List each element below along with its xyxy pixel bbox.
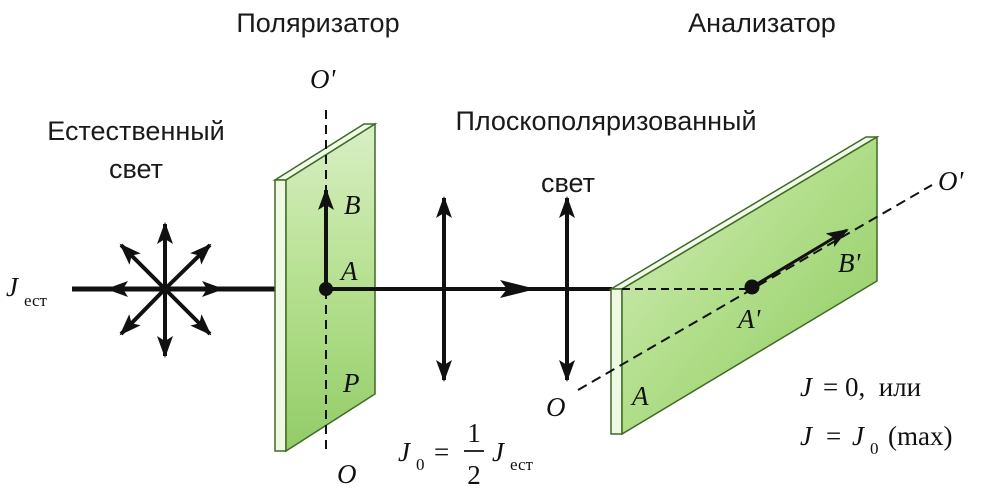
result2-lhs: J	[800, 421, 814, 451]
j0-rhs-symbol: J	[492, 437, 506, 467]
j-natural-symbol: J	[6, 272, 20, 302]
j-natural-subscript: ест	[24, 291, 48, 310]
beam-direction-arrow-icon	[500, 280, 536, 298]
label-a-analyzer: A	[630, 381, 649, 411]
label-p: P	[342, 368, 360, 398]
result2-symbol: J	[852, 421, 866, 451]
result-formula-2: J = J 0 (max)	[800, 421, 952, 458]
natural-intensity-label: J ест	[6, 272, 48, 310]
polarizer-title: Поляризатор	[236, 8, 399, 38]
result1-rhs: = 0, или	[823, 372, 921, 402]
j0-equals: =	[434, 437, 449, 467]
natural-light-label-line2: свет	[109, 154, 163, 184]
analyzer-point-a-prime	[744, 279, 760, 295]
j0-formula: J 0 = 1 2 J ест	[398, 418, 534, 490]
result2-tail: (max)	[888, 421, 952, 451]
j0-rhs-subscript: ест	[510, 455, 534, 474]
polarizer-point-a	[319, 282, 333, 296]
analyzer-axis-line	[577, 184, 933, 391]
label-o-prime-top: O'	[310, 64, 336, 94]
label-o-prime-analyzer: O'	[938, 166, 964, 196]
natural-light-label-line1: Естественный	[47, 116, 225, 146]
result2-eq: =	[826, 421, 841, 451]
natural-light-star-icon	[106, 222, 224, 358]
polarizer-side-edge	[274, 179, 287, 452]
j0-denominator: 2	[467, 460, 481, 490]
polarized-light-label-line1: Плоскополяризованный	[455, 106, 756, 136]
analyzer-side-edge	[610, 288, 623, 435]
label-o-bottom: O	[337, 459, 357, 489]
j0-subscript: 0	[416, 455, 425, 474]
analyzer-title: Анализатор	[688, 8, 836, 38]
result2-subscript: 0	[870, 439, 879, 458]
j0-numerator: 1	[467, 418, 481, 448]
label-b: B	[344, 190, 361, 220]
label-a: A	[339, 256, 358, 286]
label-o-analyzer: O	[546, 392, 566, 422]
j0-symbol: J	[398, 437, 412, 467]
result-formula-1: J = 0, или	[800, 372, 921, 402]
result1-lhs: J	[800, 372, 814, 402]
label-b-prime: B'	[838, 248, 861, 278]
label-a-prime: A'	[736, 304, 761, 334]
analyzer-vector-b-prime	[751, 228, 849, 289]
polarized-light-label-line2: свет	[541, 168, 595, 198]
